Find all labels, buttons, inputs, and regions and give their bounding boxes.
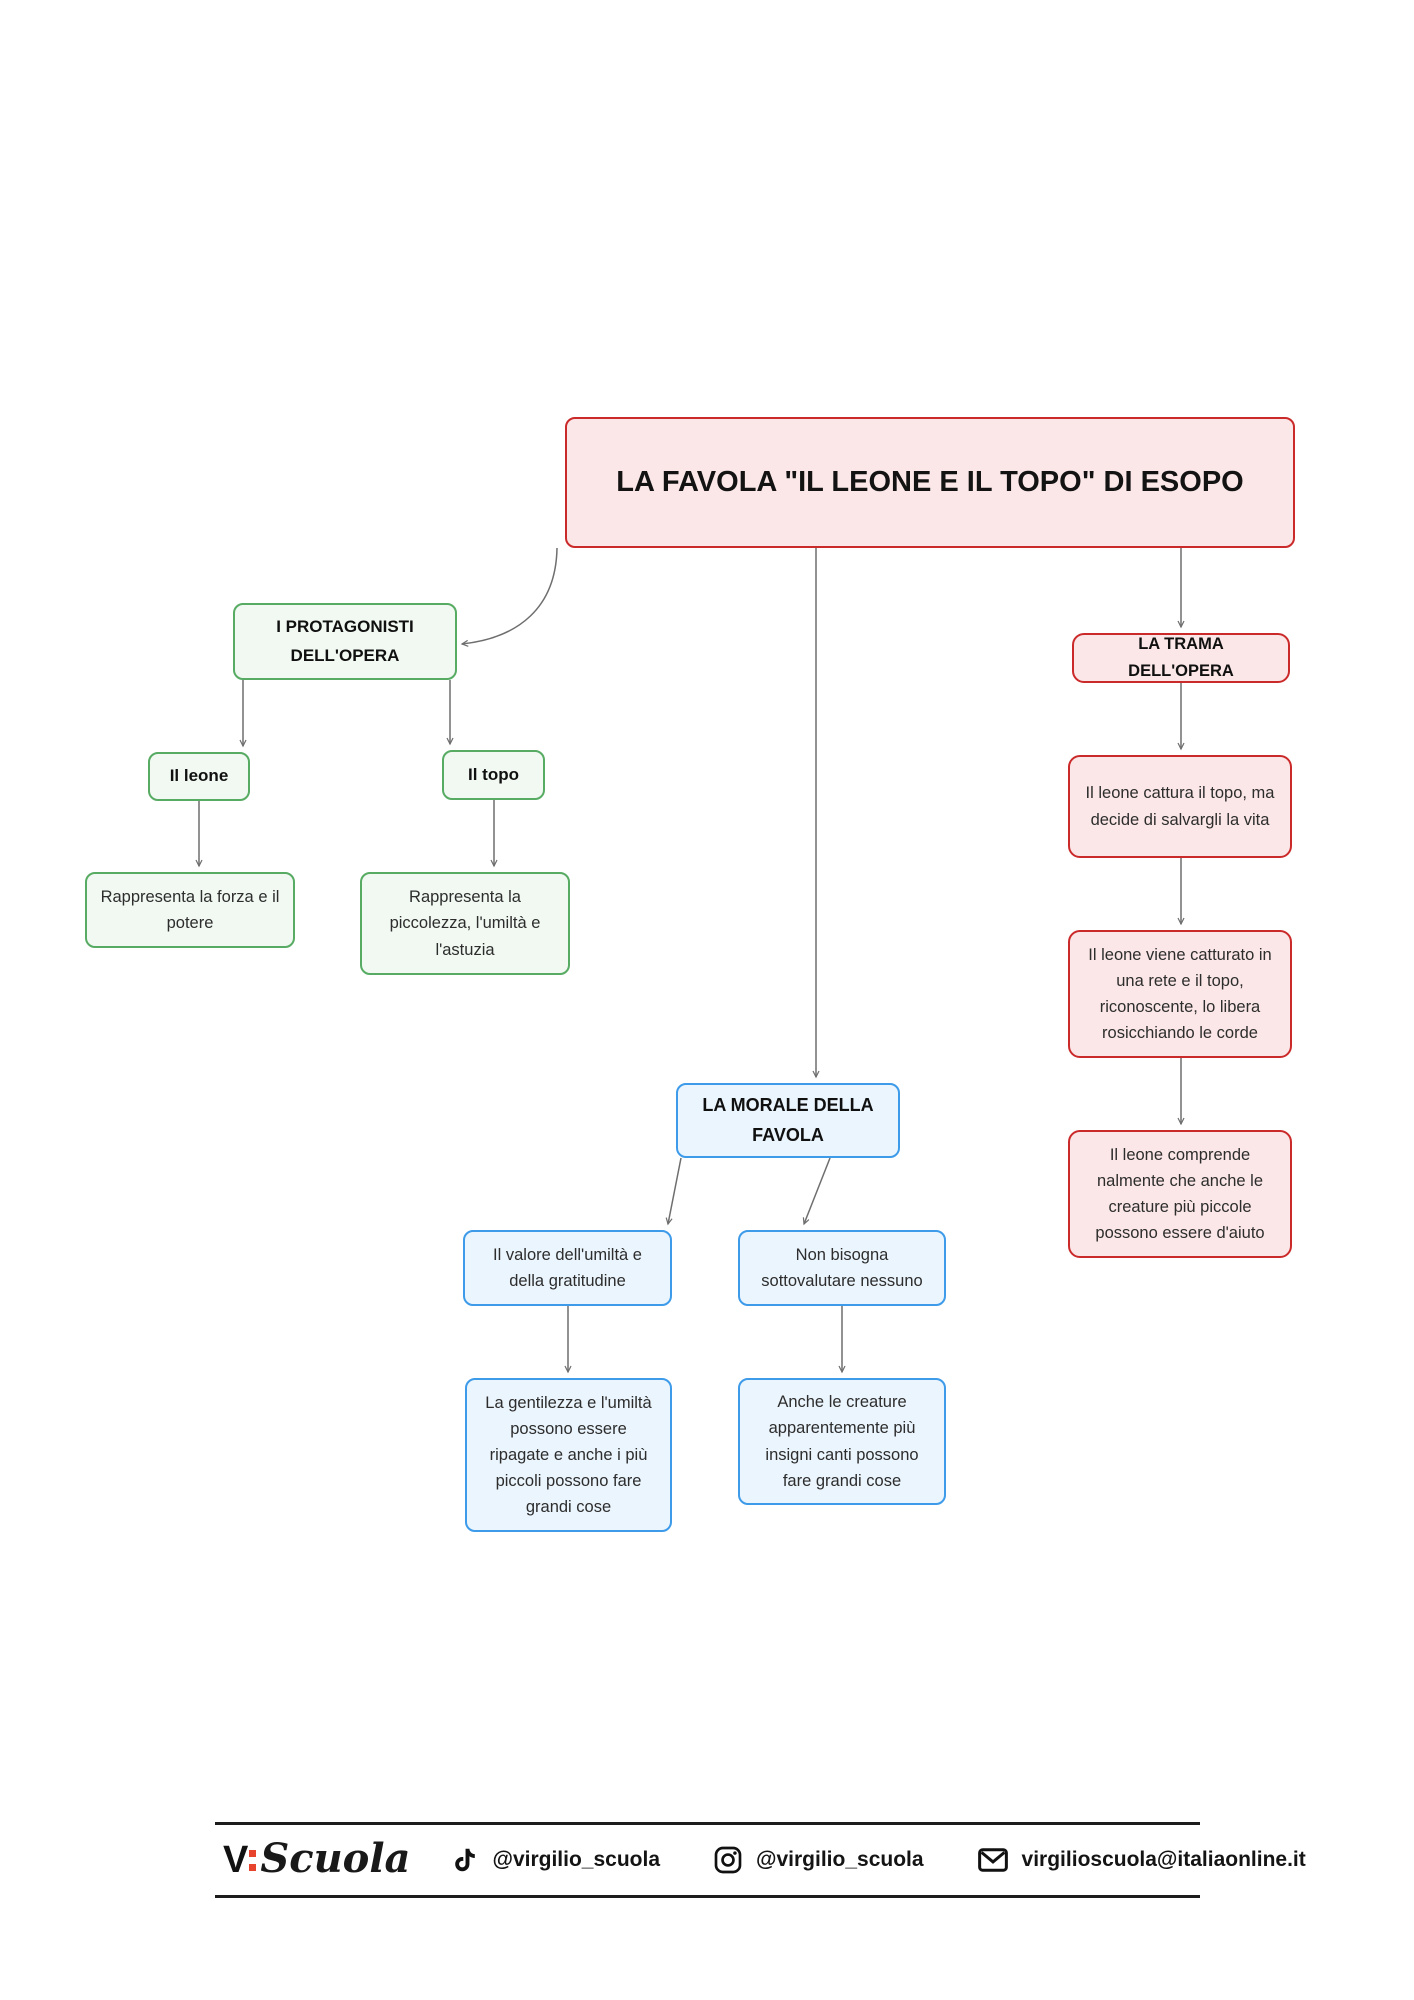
instagram-item: @virgilio_scuola (712, 1844, 924, 1876)
tiktok-handle: @virgilio_scuola (492, 1848, 661, 1871)
email-icon (976, 1845, 1010, 1875)
topo-description-node: Rappresenta la piccolezza, l'umiltà e l'… (360, 872, 570, 975)
instagram-handle: @virgilio_scuola (756, 1848, 924, 1871)
email-item: virgilioscuola@italiaonline.it (976, 1845, 1306, 1875)
topo-node: Il topo (442, 750, 545, 800)
morale-description-2-node: Anche le creature apparentemente più ins… (738, 1378, 946, 1505)
protagonisti-node: I PROTAGONISTI DELL'OPERA (233, 603, 457, 680)
tiktok-icon (450, 1843, 480, 1877)
connector-morale-child2 (804, 1157, 831, 1224)
leone-description-node: Rappresenta la forza e il potere (85, 872, 295, 948)
trama-step-2-node: Il leone viene catturato in una rete e i… (1068, 930, 1292, 1058)
leone-node: Il leone (148, 752, 250, 801)
logo-v: V (223, 1839, 248, 1881)
email-address: virgilioscuola@italiaonline.it (1021, 1848, 1306, 1871)
trama-step-3-node: Il leone comprende nalmente che anche le… (1068, 1130, 1292, 1258)
footer-divider-top (215, 1822, 1200, 1825)
morale-child-1-node: Il valore dell'umiltà e della gratitudin… (463, 1230, 672, 1306)
connector-title-protagonisti (462, 547, 558, 644)
instagram-icon (712, 1844, 744, 1876)
morale-child-2-node: Non bisogna sottovalutare nessuno (738, 1230, 946, 1306)
logo-word: Scuola (260, 1835, 411, 1882)
footer-divider-bottom (215, 1895, 1200, 1898)
morale-node: LA MORALE DELLA FAVOLA (676, 1083, 900, 1158)
footer: V Scuola @virgilio_scuola @virgilio_scuo… (215, 1825, 1306, 1895)
morale-description-1-node: La gentilezza e l'umiltà possono essere … (465, 1378, 672, 1532)
connector-morale-child1 (668, 1157, 682, 1224)
root-title-node: LA FAVOLA "IL LEONE E IL TOPO" DI ESOPO (565, 417, 1295, 548)
brand-logo: V Scuola (223, 1835, 411, 1882)
logo-colon (249, 1850, 257, 1871)
tiktok-item: @virgilio_scuola (450, 1843, 660, 1877)
trama-step-1-node: Il leone cattura il topo, ma decide di s… (1068, 755, 1292, 858)
trama-node: LA TRAMA DELL'OPERA (1072, 633, 1290, 683)
